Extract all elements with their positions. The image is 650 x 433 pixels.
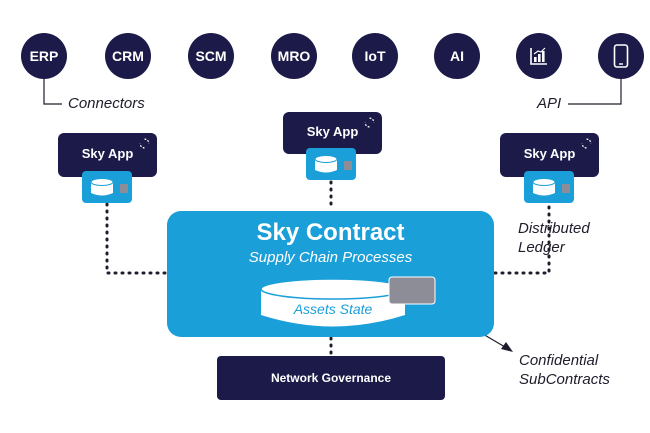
- chart-icon: [530, 47, 547, 65]
- sky-app-label: Sky App: [81, 146, 134, 161]
- erp-node: ERP: [21, 33, 67, 79]
- sync-icon: [139, 138, 150, 149]
- sky-app-label: Sky App: [523, 146, 576, 161]
- sky-app-center: Sky App: [283, 112, 382, 154]
- confidential-arrowhead: [501, 342, 513, 352]
- right-dotted-link: [493, 202, 551, 275]
- connectors-bracket-line: [43, 79, 62, 105]
- connectors-label: Connectors: [68, 95, 145, 112]
- sky-contract-title: Sky Contract: [256, 219, 405, 246]
- node-storage-left: [82, 171, 132, 203]
- left-dotted-link: [105, 202, 168, 275]
- crm-label: CRM: [112, 48, 144, 64]
- network-governance-box: Network Governance: [217, 356, 445, 400]
- scm-label: SCM: [195, 48, 227, 64]
- distributed-line: Distributed: [518, 220, 590, 237]
- analytics-node: [516, 33, 562, 79]
- sky-app-label: Sky App: [306, 124, 359, 139]
- assets-state-label: Assets State: [293, 301, 373, 317]
- node-storage-right: [524, 171, 574, 203]
- node-storage-center: [306, 148, 356, 180]
- sync-icon: [581, 138, 592, 149]
- api-label: API: [537, 95, 562, 112]
- erp-label: ERP: [29, 48, 59, 64]
- database-icon: [90, 178, 128, 196]
- subcontracts-line: SubContracts: [519, 371, 610, 388]
- distributed-ledger-label: Distributed Ledger: [518, 219, 590, 257]
- database-icon: [314, 155, 352, 173]
- sync-icon: [364, 117, 375, 128]
- confidential-module: [388, 276, 436, 305]
- database-icon: [532, 178, 570, 196]
- iot-label: IoT: [364, 48, 386, 64]
- sky-app-right: Sky App: [500, 133, 599, 177]
- mro-label: MRO: [277, 48, 311, 64]
- ai-node: AI: [434, 33, 480, 79]
- crm-node: CRM: [105, 33, 151, 79]
- mobile-phone-icon: [613, 44, 629, 68]
- ledger-line: Ledger: [518, 239, 565, 256]
- network-governance-label: Network Governance: [270, 371, 392, 385]
- mro-node: MRO: [271, 33, 317, 79]
- ai-label: AI: [450, 48, 464, 64]
- confidential-subcontracts-label: Confidential SubContracts: [519, 351, 610, 389]
- sky-app-left: Sky App: [58, 133, 157, 177]
- sky-contract-subtitle: Supply Chain Processes: [248, 249, 413, 266]
- confidential-line: Confidential: [519, 352, 599, 369]
- mobile-node: [598, 33, 644, 79]
- iot-node: IoT: [352, 33, 398, 79]
- api-bracket-line: [568, 79, 622, 105]
- scm-node: SCM: [188, 33, 234, 79]
